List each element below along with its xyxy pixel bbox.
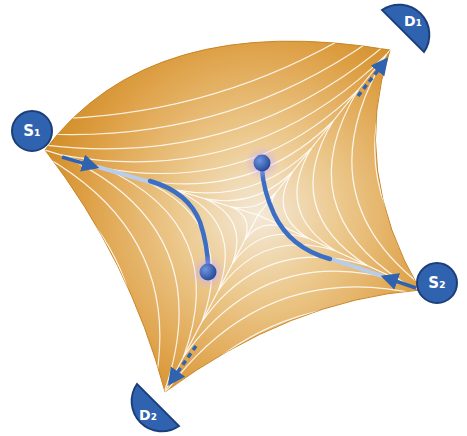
diagonal-line: [45, 150, 420, 290]
detector-dome: D₂: [133, 380, 183, 430]
ball-glow: [245, 146, 279, 180]
source-arrow: [62, 157, 96, 167]
detector-dome: D₁: [378, 6, 428, 56]
source-circle: S₂: [416, 262, 458, 304]
contour-line: [86, 345, 467, 436]
contour-line: [114, 324, 467, 436]
detector-arrow: [358, 60, 386, 96]
contour-line: [62, 155, 179, 396]
detector-label: D₂: [139, 408, 157, 422]
detector-arrow: [170, 346, 196, 383]
source-circle: S₁: [11, 110, 53, 152]
contour-line: [143, 121, 333, 184]
contour-line: [139, 304, 467, 436]
particle-trajectory: [150, 181, 208, 268]
particle-trajectory: [262, 168, 330, 259]
dome-shape: [133, 380, 183, 430]
dome-outline: [132, 384, 179, 431]
asymptote-lines: [45, 50, 420, 392]
contour-line: [427, 0, 467, 370]
contour-line: [400, 0, 467, 345]
trajectory-trace: [325, 257, 382, 276]
ball-glow: [191, 255, 225, 289]
source-label: S₂: [428, 276, 445, 291]
dome-outline: [382, 5, 429, 52]
source-arrow: [384, 277, 416, 288]
contour-line: [177, 190, 226, 290]
detector-label: D₁: [404, 14, 422, 28]
particle-ball: [200, 264, 217, 281]
particle-ball: [254, 155, 271, 172]
contour-line: [0, 0, 452, 135]
contour-line: [14, 16, 417, 149]
contour-line: [62, 55, 386, 162]
contour-line: [202, 257, 367, 321]
contour-line: [163, 287, 444, 397]
contour-line: [0, 0, 467, 119]
contour-line: [0, 107, 116, 436]
contour-line: [143, 180, 212, 321]
contour-line: [105, 90, 358, 173]
source-label: S₁: [23, 124, 40, 139]
contour-line: [375, 16, 467, 322]
